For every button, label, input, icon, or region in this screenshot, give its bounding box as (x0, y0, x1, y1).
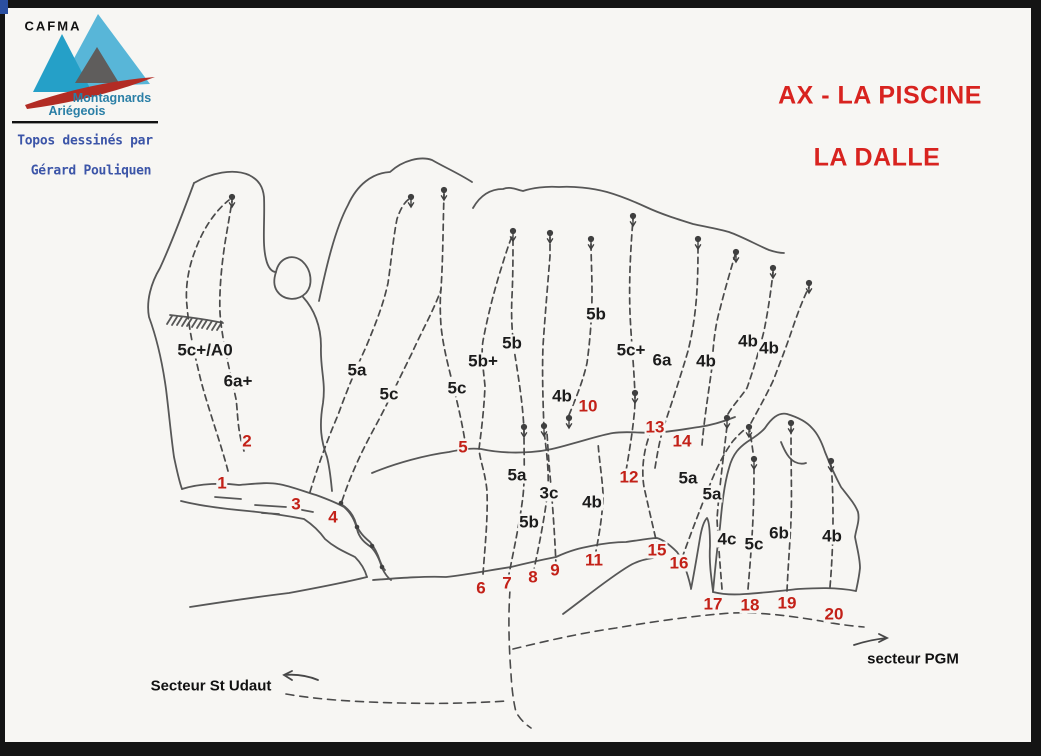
bolt-icon (379, 564, 385, 570)
page-subtitle: LA DALLE (813, 143, 941, 172)
route-line-15-upper (727, 271, 774, 415)
anchor-icon (769, 264, 777, 280)
ledge-scribbles (214, 496, 314, 515)
route-line-20 (829, 465, 834, 588)
route-line-2 (218, 200, 245, 452)
route-line-3 (309, 197, 412, 493)
scan-artifact (0, 0, 8, 14)
anchor-icon (546, 229, 554, 245)
anchor-icon (723, 414, 731, 430)
bolt-icon (369, 543, 375, 549)
anchor-icon (732, 248, 740, 264)
route-line-8 (532, 236, 551, 575)
anchor-icon (631, 389, 639, 405)
logo-swoosh (25, 77, 155, 109)
anchor-icon (750, 455, 758, 471)
route-line-9 (546, 432, 557, 567)
anchor-icon (509, 227, 517, 243)
anchor-icon (827, 457, 835, 473)
anchor-icon (228, 193, 236, 209)
logo-mountain-right (58, 14, 150, 88)
route-line-4 (341, 288, 442, 502)
trail-right (512, 612, 865, 650)
logo-mountain-gray (75, 47, 119, 83)
bolt-icons (338, 500, 385, 570)
route-line-11 (594, 441, 604, 557)
anchor-icon (440, 186, 448, 202)
right-arrow-icon (853, 633, 890, 646)
club-name-line1: Montagnards (72, 91, 152, 105)
anchor-icon (565, 414, 573, 430)
route-line-15 (641, 433, 659, 549)
route-line-7 (507, 234, 526, 580)
rock-outline (147, 157, 861, 615)
anchor-icon (805, 279, 813, 295)
anchor-icon (745, 423, 753, 439)
approach-trails (285, 589, 865, 729)
anchor-icon (694, 235, 702, 251)
direction-arrows (282, 633, 890, 681)
club-logo (12, 14, 158, 124)
anchor-icon (629, 212, 637, 228)
route-line-10 (568, 242, 593, 416)
credit-line1: Topos dessinés par (17, 133, 153, 149)
club-name-line2: Ariégeois (48, 104, 106, 118)
route-line-6 (478, 233, 514, 575)
left-arrow-icon (282, 670, 319, 681)
route-line-16 (681, 426, 749, 559)
anchor-icon (787, 419, 795, 435)
anchor-icon (587, 235, 595, 251)
logo-mountain-left (33, 34, 92, 92)
anchor-icon (540, 422, 548, 438)
credit-line2: Gérard Pouliquen (30, 163, 152, 179)
anchor-icon (407, 193, 415, 209)
club-acronym: CAFMA (24, 18, 82, 34)
route-line-16-upper (750, 286, 810, 424)
trail-vertical (508, 589, 532, 729)
trail-left (285, 693, 507, 705)
logo-separator (12, 121, 158, 124)
route-line-19 (786, 428, 793, 592)
route-line-14 (701, 254, 736, 446)
anchor-icon (520, 423, 528, 439)
route-line-18b (749, 430, 754, 453)
anchor-icons (228, 186, 835, 473)
route-line-17 (716, 425, 728, 590)
page-title: AX - LA PISCINE (778, 81, 982, 110)
route-line-1 (185, 199, 230, 472)
bolt-icon (338, 500, 344, 506)
route-line-18 (747, 463, 755, 590)
sector-left-label: Secteur St Udaut (150, 677, 272, 695)
sector-right-label: secteur PGM (867, 650, 959, 668)
bolt-icon (354, 524, 360, 530)
overhang-hatching (166, 314, 224, 331)
route-line-13 (654, 242, 699, 469)
route-line-12 (625, 218, 636, 472)
route-line-5 (439, 193, 467, 449)
